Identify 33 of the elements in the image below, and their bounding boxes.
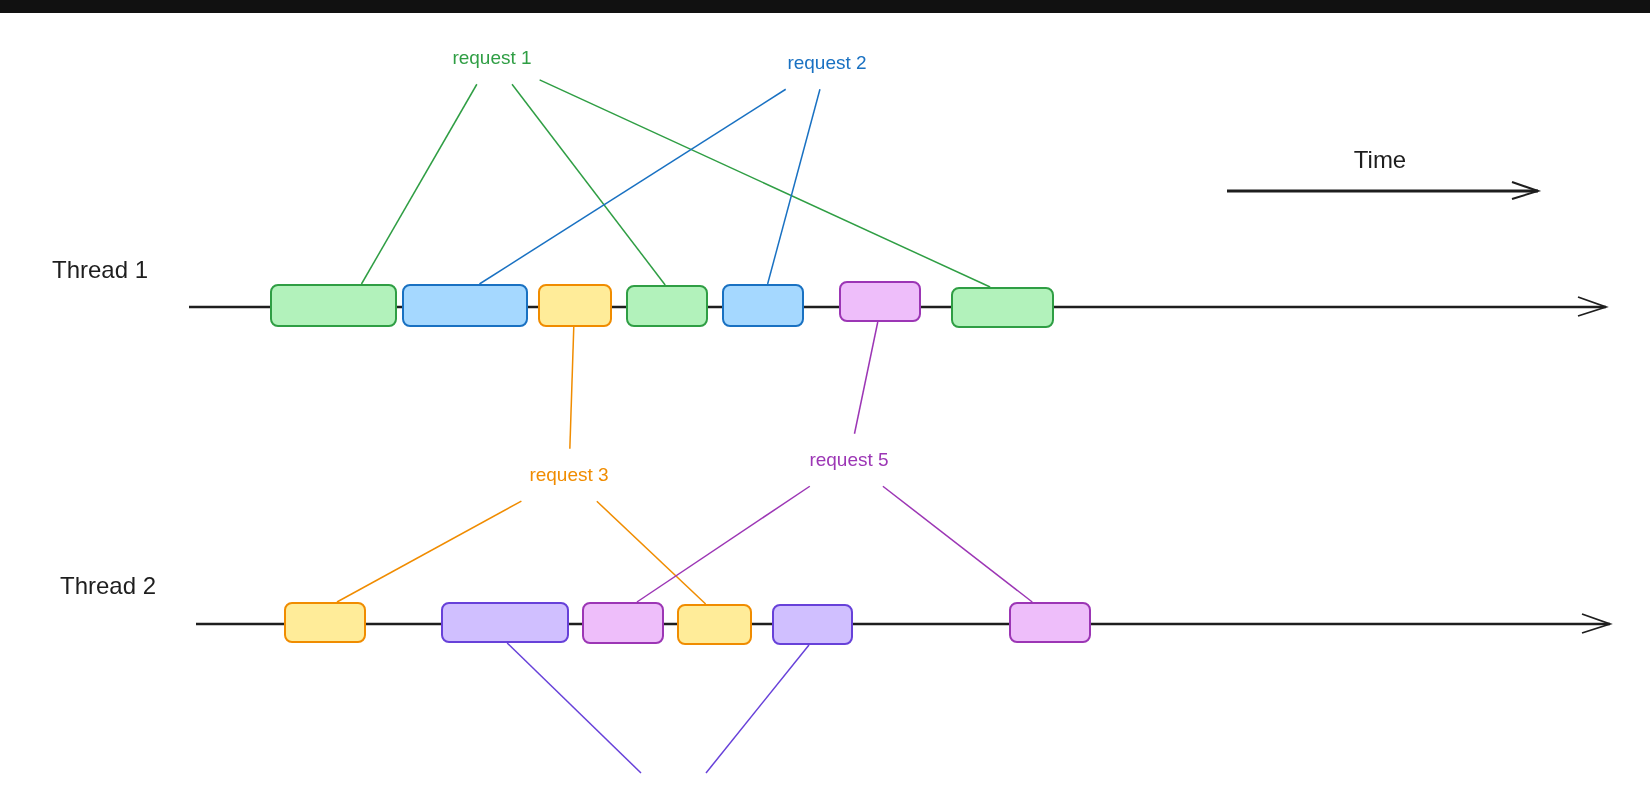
request-label: request 3 bbox=[521, 448, 617, 502]
axis-label: Time bbox=[1353, 145, 1407, 175]
request-label: request 1 bbox=[444, 31, 540, 85]
connector-line bbox=[569, 326, 575, 450]
connector-line bbox=[538, 79, 991, 288]
connector-line bbox=[636, 485, 811, 603]
connector-line bbox=[478, 88, 787, 285]
connector-line bbox=[766, 88, 821, 285]
task-block bbox=[839, 281, 921, 322]
task-block bbox=[441, 602, 569, 643]
task-block bbox=[722, 284, 804, 327]
connector-line bbox=[511, 83, 666, 286]
task-block bbox=[270, 284, 397, 327]
task-block bbox=[538, 284, 612, 327]
task-block bbox=[1009, 602, 1091, 643]
task-block bbox=[951, 287, 1054, 328]
request-label: request 2 bbox=[779, 36, 875, 90]
task-block bbox=[402, 284, 528, 327]
thread-label: Thread 1 bbox=[51, 255, 149, 285]
task-block bbox=[284, 602, 366, 643]
connector-line bbox=[853, 321, 879, 435]
thread-label: Thread 2 bbox=[59, 571, 157, 601]
connector-line bbox=[336, 500, 523, 603]
connector-line bbox=[596, 500, 707, 605]
connector-line bbox=[506, 642, 642, 774]
task-block bbox=[582, 602, 664, 644]
task-block bbox=[772, 604, 853, 645]
task-block bbox=[626, 285, 708, 327]
connector-line bbox=[360, 83, 478, 285]
request-label: request 5 bbox=[801, 433, 897, 487]
connector-line bbox=[882, 485, 1033, 603]
task-block bbox=[677, 604, 752, 645]
connector-line bbox=[705, 644, 810, 774]
